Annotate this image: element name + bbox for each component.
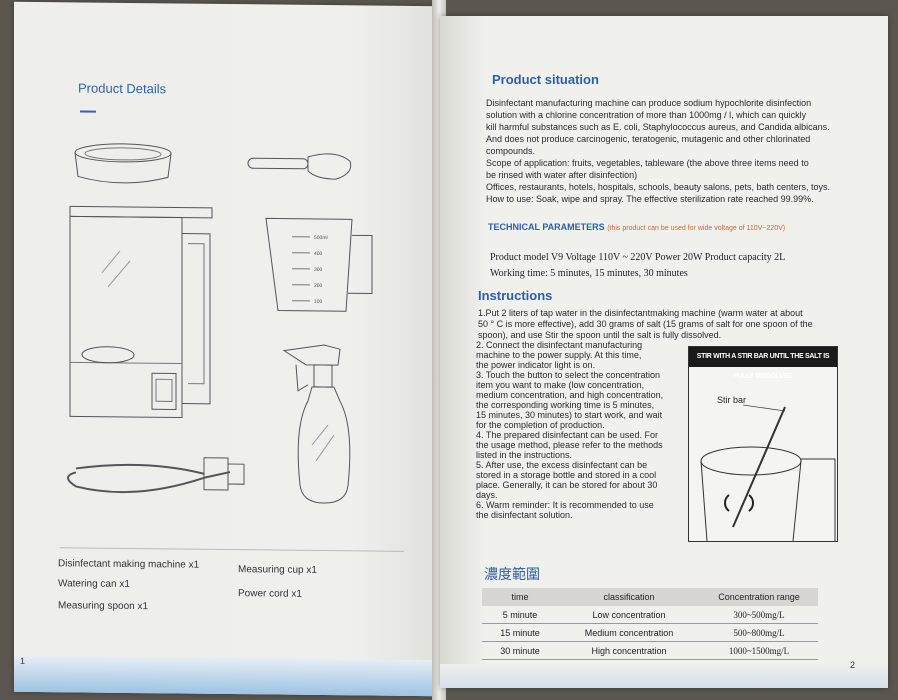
situation-line: Disinfectant manufacturing machine can p… — [486, 98, 812, 108]
situation-line: be rinsed with water after disinfection) — [486, 170, 638, 180]
cell-classification: High concentration — [558, 641, 700, 660]
situation-line: Scope of application: fruits, vegetables… — [486, 158, 809, 168]
title-underline — [80, 110, 96, 113]
instruction-line: medium concentration, and high concentra… — [476, 390, 664, 400]
cell-classification: Medium concentration — [558, 623, 700, 642]
right-page: Product situation Disinfectant manufactu… — [440, 16, 888, 688]
instruction-line: 6. Warm reminder: It is recommended to u… — [476, 500, 654, 510]
header-time: time — [482, 588, 558, 606]
table-row: 5 minute Low concentration 300~500mg/L — [482, 606, 818, 624]
working-time-line: Working time: 5 minutes, 15 minutes, 30 … — [490, 268, 688, 279]
cell-time: 5 minute — [482, 606, 558, 624]
cup-mark-100: 100 — [314, 299, 323, 305]
stir-figure-header: STIR WITH A STIR BAR UNTIL THE SALT IS F… — [689, 347, 837, 380]
left-page: Product Details 500ml 400 300 200 100 — [14, 1, 438, 697]
divider-line — [60, 547, 404, 552]
lid-illustration — [74, 143, 172, 184]
concentration-table: time classification Concentration range … — [482, 588, 818, 660]
cell-range: 1000~1500mg/L — [700, 641, 818, 660]
instruction-line: the disinfectant solution. — [476, 510, 573, 520]
cup-mark-200: 200 — [314, 283, 323, 289]
instruction-line: 3. Touch the button to select the concen… — [476, 370, 660, 380]
instruction-line: the usage method, please refer to the me… — [476, 440, 663, 450]
situation-line: kill harmful substances such as E. coli,… — [486, 122, 830, 132]
cell-range: 500~800mg/L — [700, 623, 818, 642]
instruction-line: 50 ° C is more effective), add 30 grams … — [478, 319, 813, 329]
tech-title-text: TECHNICAL PARAMETERS — [488, 222, 605, 232]
instruction-line: the corresponding working time is 5 minu… — [476, 400, 655, 410]
tech-voltage-note: (this product can be used for wide volta… — [607, 225, 786, 232]
technical-parameters-title: TECHNICAL PARAMETERS (this product can b… — [488, 222, 785, 232]
stir-bar-label: Stir bar — [717, 395, 747, 405]
bottom-color-band — [14, 655, 438, 697]
instruction-line: machine to the power supply. At this tim… — [476, 350, 642, 360]
label-machine: Disinfectant making machine x1 — [58, 558, 200, 571]
cup-mark-500: 500ml — [314, 235, 328, 241]
label-watering-can: Watering can x1 — [58, 578, 130, 590]
instruction-line: item you want to make (low concentration… — [476, 380, 645, 390]
instruction-line: place. Generally, it can be stored for a… — [476, 480, 658, 490]
instruction-line: 15 minutes, 30 minutes) to start work, a… — [476, 410, 663, 420]
table-row: 15 minute Medium concentration 500~800mg… — [482, 623, 818, 642]
product-situation-title: Product situation — [492, 72, 599, 87]
concentration-range-title: 濃度範圍 — [484, 567, 540, 583]
cell-time: 30 minute — [482, 641, 558, 660]
instruction-line: 2. Connect the disinfectant manufacturin… — [476, 340, 643, 350]
instruction-line: the power indicator light is on. — [476, 360, 596, 370]
header-concentration-range: Concentration range — [700, 588, 818, 606]
instruction-line: 1.Put 2 liters of tap water in the disin… — [478, 308, 803, 318]
instruction-line: spoon), and use Stir the spoon until the… — [478, 330, 722, 340]
stir-bar-illustration — [700, 404, 836, 541]
instruction-line: 5. After use, the excess disinfectant ca… — [476, 460, 648, 470]
situation-line: How to use: Soak, wipe and spray. The ef… — [486, 194, 814, 204]
instruction-line: 4. The prepared disinfectant can be used… — [476, 430, 658, 440]
situation-line: Offices, restaurants, hotels, hospitals,… — [486, 182, 831, 192]
spoon-illustration — [247, 153, 352, 180]
instructions-title: Instructions — [478, 288, 553, 303]
measuring-cup-illustration: 500ml 400 300 200 100 — [265, 217, 373, 312]
instruction-line: days. — [476, 490, 498, 500]
label-cup: Measuring cup x1 — [238, 564, 317, 576]
stir-bar-figure: STIR WITH A STIR BAR UNTIL THE SALT IS F… — [688, 346, 838, 542]
cup-mark-400: 400 — [314, 251, 323, 257]
page-number: 1 — [20, 655, 26, 666]
cup-mark-300: 300 — [314, 267, 323, 273]
label-cord: Power cord x1 — [238, 588, 302, 600]
situation-line: solution with a chlorine concentration o… — [486, 110, 807, 120]
instruction-line: stored in a storage bottle and stored in… — [476, 470, 657, 480]
cell-classification: Low concentration — [558, 606, 700, 624]
situation-line: And does not produce carcinogenic, terat… — [486, 134, 811, 144]
situation-line: compounds. — [486, 146, 536, 156]
spray-bottle-illustration — [282, 344, 351, 504]
label-spoon: Measuring spoon x1 — [58, 600, 149, 613]
instruction-line: listed in the instructions. — [476, 450, 573, 460]
table-header-row: time classification Concentration range — [482, 588, 818, 606]
machine-illustration — [69, 205, 213, 419]
table-row: 30 minute High concentration 1000~1500mg… — [482, 641, 818, 660]
cell-range: 300~500mg/L — [700, 606, 818, 624]
page-number: 2 — [850, 660, 856, 670]
header-classification: classification — [558, 588, 700, 606]
tech-specs-line: Product model V9 Voltage 110V ~ 220V Pow… — [490, 252, 786, 263]
bottom-color-band — [440, 664, 888, 688]
product-details-title: Product Details — [78, 80, 167, 97]
instruction-line: for the completion of production. — [476, 420, 605, 430]
power-cord-illustration — [67, 457, 245, 494]
cell-time: 15 minute — [482, 623, 558, 642]
